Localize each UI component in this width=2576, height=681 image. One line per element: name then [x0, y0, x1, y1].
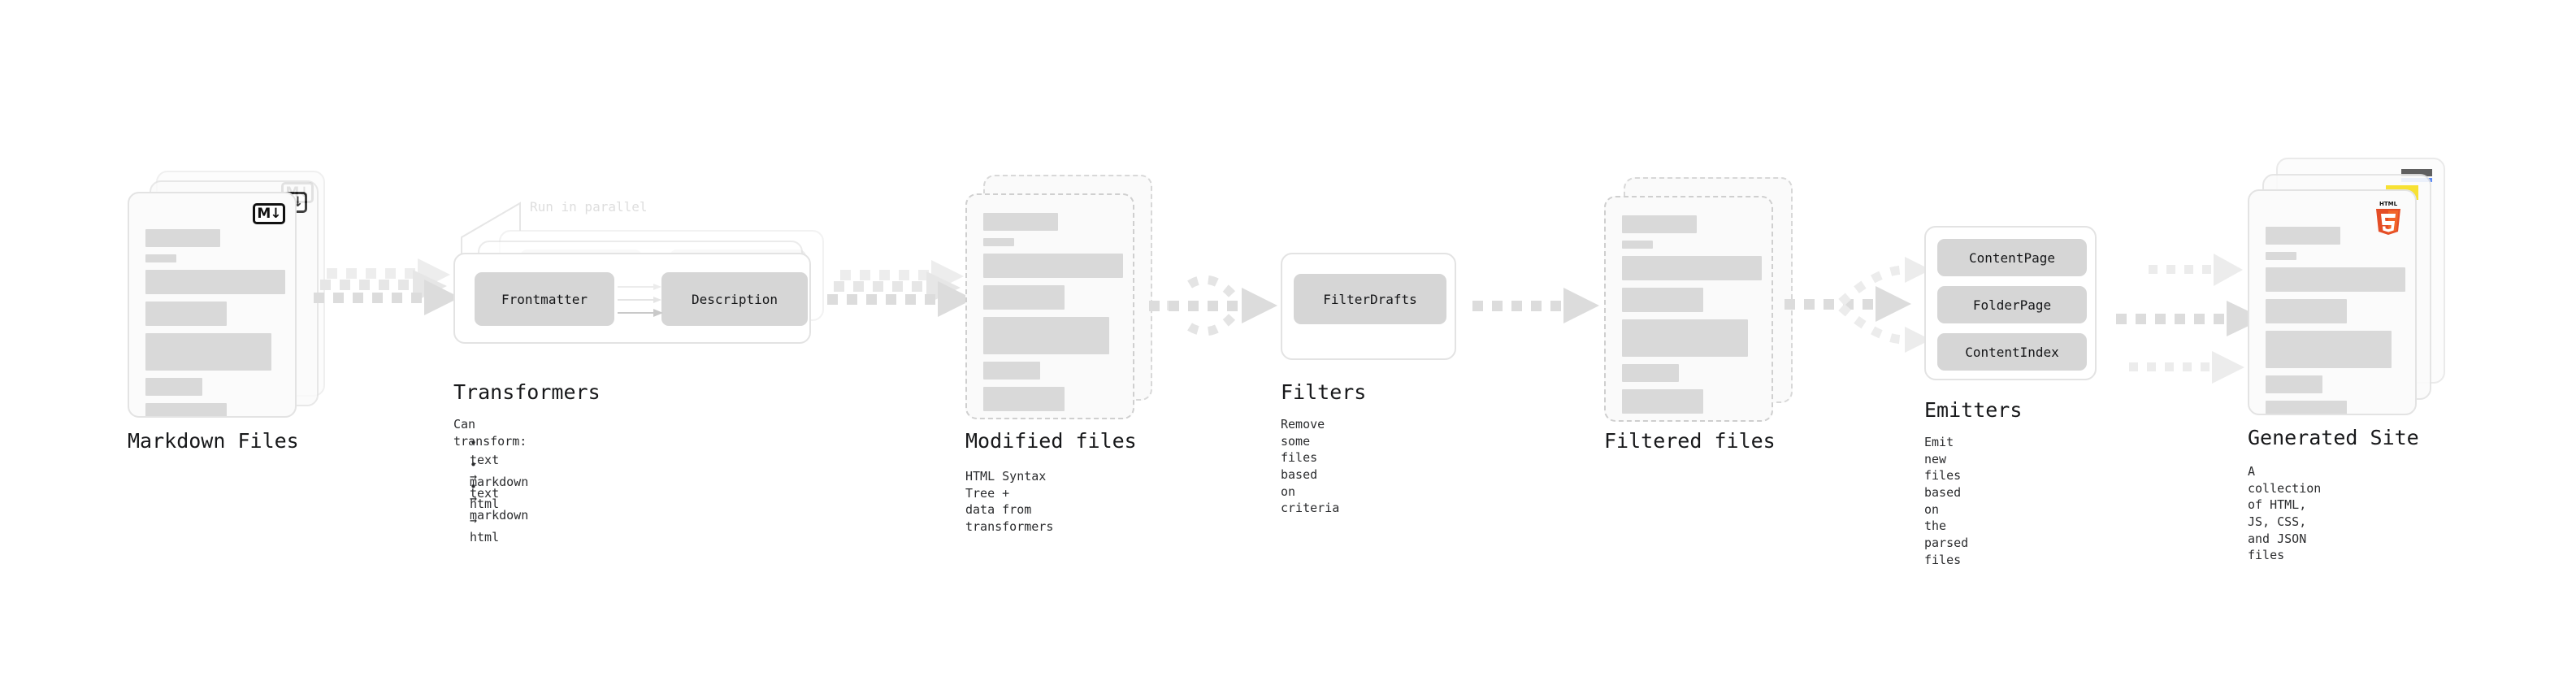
pill-contentpage[interactable]: ContentPage — [1937, 239, 2087, 276]
transform-bullet-2: • html → html — [470, 479, 500, 545]
transformer-box-front[interactable]: Frontmatter Description — [453, 253, 811, 344]
connector-transformers-to-modified — [827, 260, 974, 317]
stage-title-filters: Filters — [1281, 380, 1367, 404]
stage-title-modified-files: Modified files — [965, 429, 1137, 453]
stage-title-filtered-files: Filtered files — [1604, 429, 1776, 453]
stage-title-emitters: Emitters — [1924, 398, 2023, 422]
skeleton-bars — [145, 229, 285, 416]
stage-title-generated-site: Generated Site — [2248, 426, 2419, 449]
skeleton-bars — [983, 213, 1123, 418]
stage-subtitle-modified-files: HTML Syntax Tree + data from transformer… — [965, 469, 1054, 535]
pill-filterdrafts[interactable]: FilterDrafts — [1294, 274, 1446, 324]
stage-subtitle-transformers: Can transform: — [453, 417, 527, 449]
markdown-badge: M↓ — [253, 203, 285, 224]
connector-md-to-transformers — [314, 258, 460, 315]
stage-title-markdown-files: Markdown Files — [128, 429, 299, 453]
stage-subtitle-filters: Remove some files based on criteria — [1281, 417, 1340, 516]
inner-transform-arrows — [618, 284, 663, 317]
pill-frontmatter[interactable]: Frontmatter — [475, 272, 614, 326]
connector-filters-to-filtered — [1472, 288, 1599, 323]
pill-contentindex[interactable]: ContentIndex — [1937, 333, 2087, 371]
stage-subtitle-generated-site: A collection of HTML, JS, CSS, and JSON … — [2248, 464, 2322, 563]
file-card-front — [1604, 196, 1773, 422]
emitters-box[interactable]: ContentPage FolderPage ContentIndex — [1924, 226, 2097, 380]
connector-emitters-to-site — [2116, 254, 2264, 384]
svg-text:HTML: HTML — [2379, 201, 2398, 207]
pill-description[interactable]: Description — [661, 272, 808, 326]
run-in-parallel-label: Run in parallel — [530, 199, 648, 215]
html5-badge: HTML — [2376, 201, 2400, 235]
transform-bullet-1: • markdown → markdown — [470, 458, 529, 523]
stage-subtitle-emitters: Emit new files based on the parsed files — [1924, 435, 1969, 567]
file-card-front: HTML — [2248, 189, 2417, 415]
connector-filtered-to-emitters — [1785, 257, 1931, 353]
file-card-front — [965, 193, 1134, 419]
connector-modified-to-filters — [1149, 275, 1277, 336]
file-card-front: M↓ — [128, 192, 297, 418]
filters-box[interactable]: FilterDrafts — [1281, 253, 1456, 360]
skeleton-bars — [2266, 227, 2405, 414]
skeleton-bars — [1622, 215, 1762, 420]
stage-title-transformers: Transformers — [453, 380, 601, 404]
pill-folderpage[interactable]: FolderPage — [1937, 286, 2087, 323]
transform-bullet-0: • text → text — [470, 436, 500, 501]
